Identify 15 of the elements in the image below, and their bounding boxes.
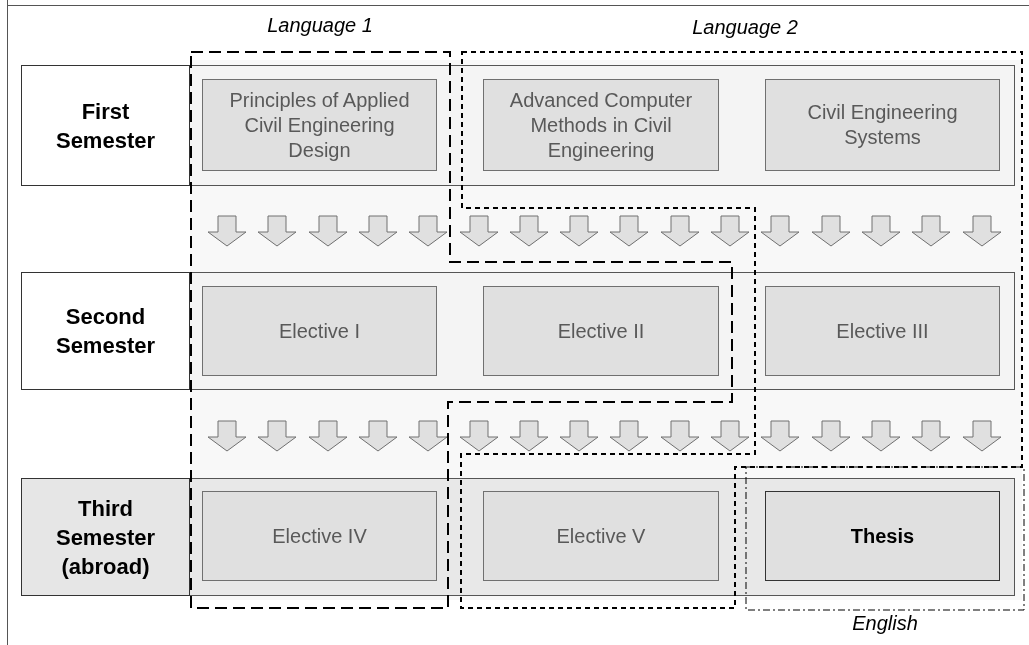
course-box: Elective V (483, 491, 719, 581)
course-box: Elective II (483, 286, 719, 376)
course-box: Advanced Computer Methods in Civil Engineering (483, 79, 719, 171)
semester-label-box: First Semester (21, 65, 190, 186)
region-heading: Language 2 (691, 16, 799, 39)
course-box: Principles of Applied Civil Engineering Design (202, 79, 437, 171)
course-box: Civil Engineering Systems (765, 79, 1000, 171)
semester-label-box: Second Semester (21, 272, 190, 390)
semester-label-box: Third Semester (abroad) (21, 478, 190, 596)
course-box: Elective III (765, 286, 1000, 376)
course-box: Elective I (202, 286, 437, 376)
region-heading: English (851, 612, 919, 635)
course-box: Thesis (765, 491, 1000, 581)
course-box: Elective IV (202, 491, 437, 581)
region-heading: Language 1 (266, 14, 374, 37)
